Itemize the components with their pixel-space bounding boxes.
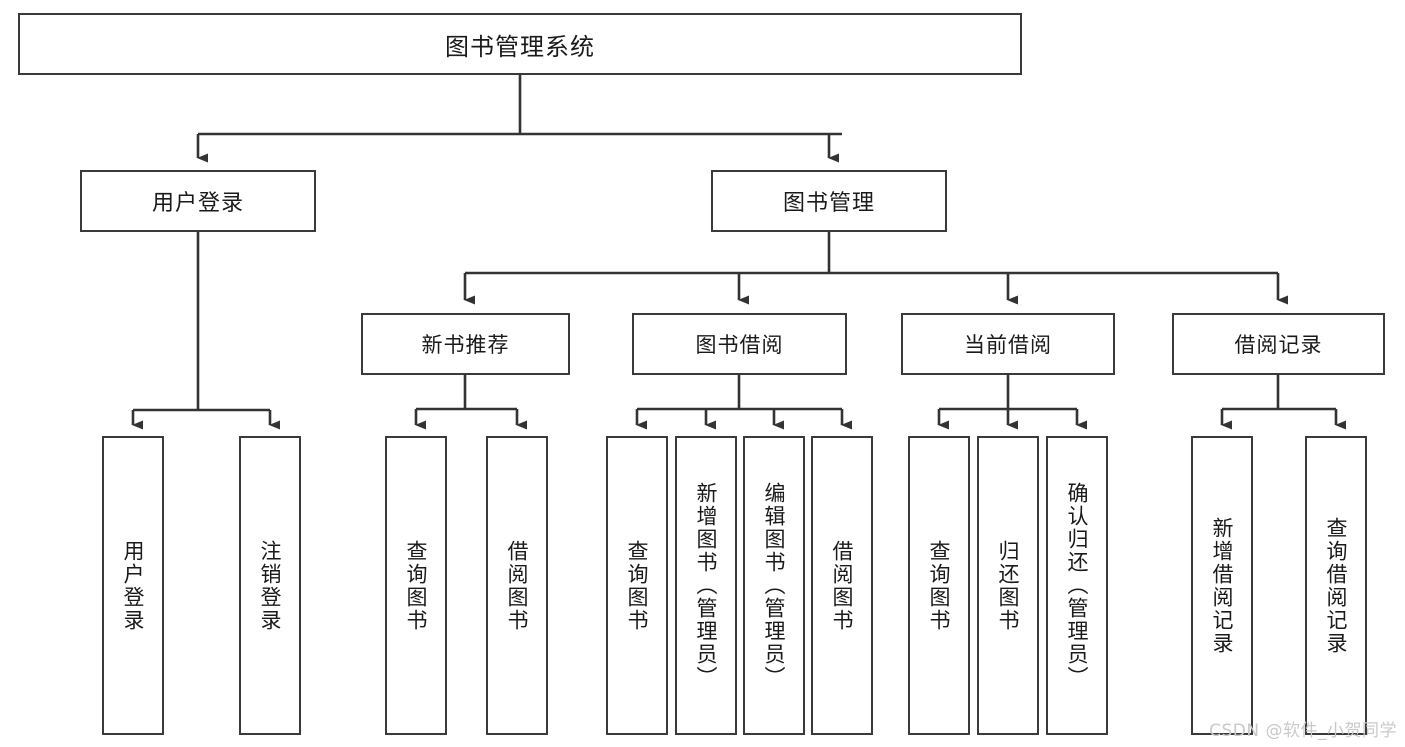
- node-label: 新增借阅记录: [1210, 516, 1235, 655]
- node-label: 用户登录: [151, 191, 244, 216]
- watermark-text: CSDN @软件_小贺同学: [1209, 721, 1397, 741]
- node-new-book-recommend[interactable]: 新书推荐: [361, 313, 570, 375]
- node-label: 确认归还（管理员）: [1065, 482, 1090, 689]
- node-user-login[interactable]: 用户登录: [80, 170, 316, 232]
- node-borrow-records[interactable]: 借阅记录: [1172, 313, 1385, 375]
- node-label: 编辑图书（管理员）: [762, 482, 787, 689]
- node-label: 查询借阅记录: [1324, 516, 1349, 655]
- leaf-user-login[interactable]: 用户登录: [102, 436, 164, 735]
- node-book-management[interactable]: 图书管理: [711, 170, 947, 232]
- leaf-borrow-book-recommend[interactable]: 借阅图书: [486, 436, 548, 735]
- leaf-add-borrow-record[interactable]: 新增借阅记录: [1191, 436, 1253, 735]
- node-current-borrow[interactable]: 当前借阅: [901, 313, 1115, 375]
- leaf-query-book-recommend[interactable]: 查询图书: [385, 436, 447, 735]
- leaf-borrow-book[interactable]: 借阅图书: [811, 436, 873, 735]
- node-label: 注销登录: [258, 539, 283, 632]
- node-label: 图书管理系统: [445, 32, 595, 61]
- leaf-return-book[interactable]: 归还图书: [977, 436, 1039, 735]
- leaf-edit-book-admin[interactable]: 编辑图书（管理员）: [743, 436, 805, 735]
- node-label: 借阅记录: [1234, 333, 1323, 357]
- node-book-borrow[interactable]: 图书借阅: [632, 313, 847, 375]
- node-label: 图书管理: [782, 191, 875, 216]
- node-label: 借阅图书: [505, 539, 530, 632]
- leaf-add-book-admin[interactable]: 新增图书（管理员）: [675, 436, 737, 735]
- node-label: 借阅图书: [830, 539, 855, 632]
- node-label: 查询图书: [404, 539, 429, 632]
- node-label: 新增图书（管理员）: [694, 482, 719, 689]
- node-label: 当前借阅: [964, 333, 1052, 357]
- node-label: 归还图书: [996, 539, 1021, 632]
- node-label: 查询图书: [927, 539, 952, 632]
- node-label: 用户登录: [121, 539, 146, 632]
- leaf-query-book-current[interactable]: 查询图书: [908, 436, 970, 735]
- leaf-query-book-borrow[interactable]: 查询图书: [606, 436, 668, 735]
- leaf-query-borrow-record[interactable]: 查询借阅记录: [1305, 436, 1367, 735]
- node-label: 新书推荐: [421, 333, 510, 357]
- leaf-logout[interactable]: 注销登录: [239, 436, 301, 735]
- node-root-system[interactable]: 图书管理系统: [18, 13, 1022, 75]
- node-label: 图书借阅: [695, 333, 784, 357]
- node-label: 查询图书: [625, 539, 650, 632]
- leaf-confirm-return-admin[interactable]: 确认归还（管理员）: [1046, 436, 1108, 735]
